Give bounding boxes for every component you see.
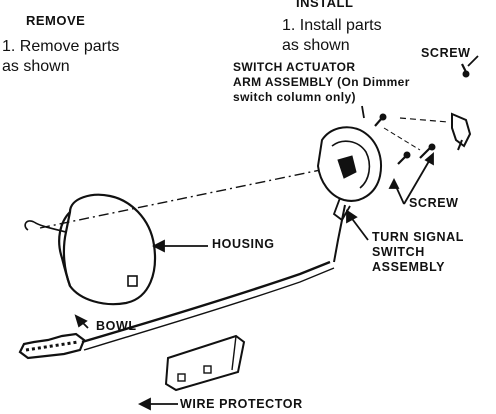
switch-actuator-arm-part [399, 112, 472, 151]
switch-actuator-label-line-1: SWITCH ACTUATOR [233, 60, 356, 74]
remove-step-line-2: as shown [2, 58, 70, 75]
install-heading: INSTALL [296, 0, 354, 10]
turn-signal-label-line-3: ASSEMBLY [372, 260, 446, 274]
turn-signal-label-line-2: SWITCH [372, 245, 425, 259]
housing-label: HOUSING [212, 237, 275, 251]
turn-signal-label-line-1: TURN SIGNAL [372, 230, 465, 244]
remove-step-line-1: 1. Remove parts [2, 38, 120, 55]
wire-protector-part [164, 334, 246, 392]
bowl-part [18, 260, 335, 360]
install-step-line-2: as shown [282, 37, 350, 54]
screw-top-label: SCREW [421, 46, 471, 60]
switch-actuator-label-line-2: ARM ASSEMBLY (On Dimmer [233, 75, 410, 89]
bowl-label: BOWL [96, 319, 137, 333]
turn-signal-switch-part [316, 126, 382, 222]
install-step-line-1: 1. Install parts [282, 17, 382, 34]
screw-parts [374, 63, 470, 165]
switch-actuator-label-line-3: switch column only) [233, 90, 356, 104]
housing-part [24, 193, 156, 306]
wire-harness [39, 167, 346, 263]
wire-protector-label: WIRE PROTECTOR [180, 397, 303, 411]
remove-heading: REMOVE [26, 13, 86, 28]
screw-right-label: SCREW [409, 196, 459, 210]
leader-lines [74, 55, 479, 411]
